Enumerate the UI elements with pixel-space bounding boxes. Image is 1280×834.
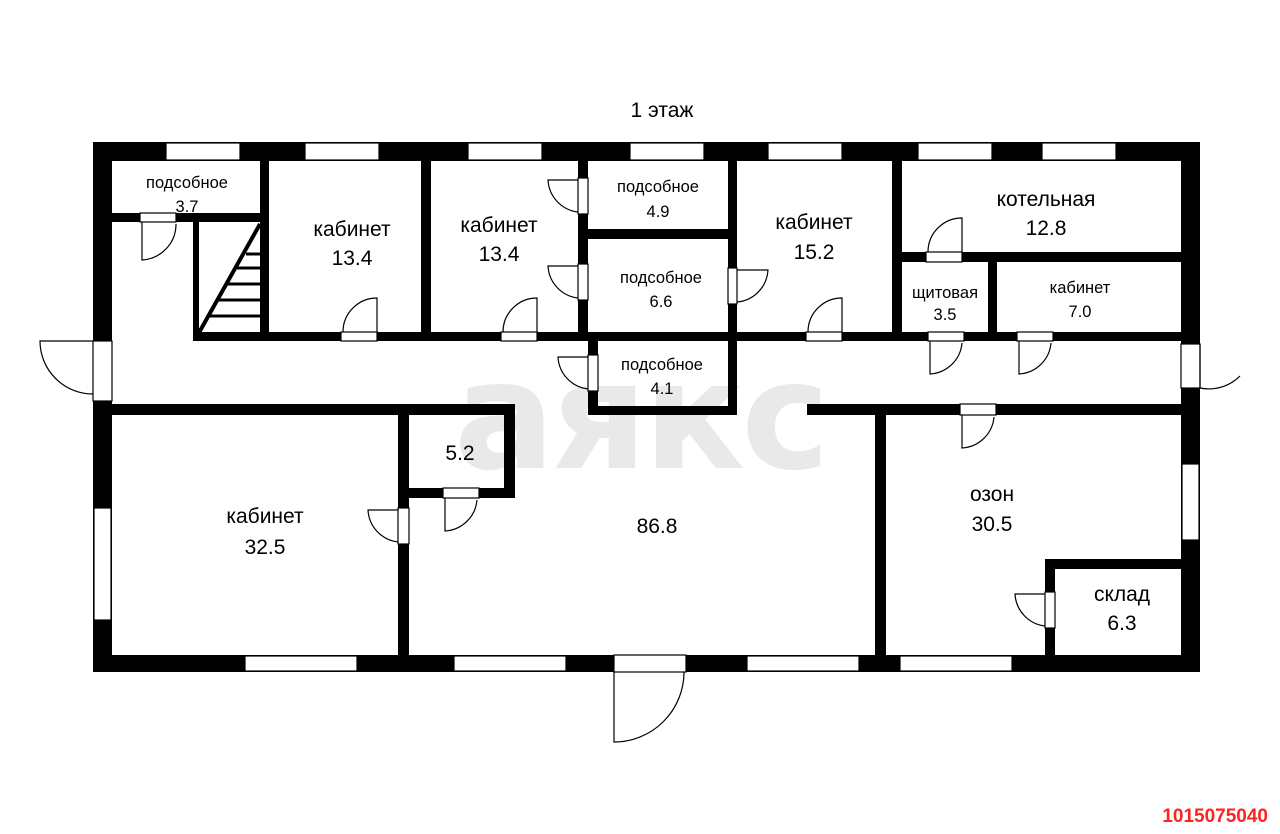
floor-title: 1 этаж bbox=[631, 99, 694, 122]
room-labels: подсобное 3.7 кабинет 13.4 кабинет 13.4 … bbox=[146, 174, 1150, 635]
staircase bbox=[193, 222, 262, 341]
room-name: подсобное bbox=[146, 174, 228, 192]
room-name: подсобное bbox=[621, 356, 703, 374]
room-name: кабинет bbox=[460, 214, 538, 237]
room-area: 3.5 bbox=[934, 306, 957, 324]
room-area: 13.4 bbox=[479, 243, 520, 266]
watermark-logo: аякс bbox=[454, 330, 826, 504]
room-area: 6.6 bbox=[650, 293, 673, 311]
room-area: 6.3 bbox=[1107, 612, 1136, 635]
room-name: щитовая bbox=[912, 284, 978, 302]
room-name: озон bbox=[970, 483, 1014, 506]
listing-id: 1015075040 bbox=[1162, 806, 1268, 827]
room-area: 3.7 bbox=[176, 198, 199, 216]
room-name: кабинет bbox=[226, 505, 304, 528]
room-area: 4.1 bbox=[651, 380, 674, 398]
room-name: подсобное bbox=[620, 269, 702, 287]
room-area: 32.5 bbox=[245, 536, 286, 559]
room-area: 15.2 bbox=[794, 241, 835, 264]
room-area: 7.0 bbox=[1069, 303, 1092, 321]
room-name: кабинет bbox=[1050, 279, 1111, 297]
room-area: 13.4 bbox=[332, 247, 373, 270]
room-name: кабинет bbox=[313, 218, 391, 241]
room-area: 12.8 bbox=[1026, 217, 1067, 240]
room-area: 5.2 bbox=[445, 442, 474, 465]
room-area: 4.9 bbox=[647, 203, 670, 221]
doors bbox=[39, 177, 1241, 743]
room-name: котельная bbox=[997, 188, 1096, 211]
room-name: кабинет bbox=[775, 211, 853, 234]
room-area: 86.8 bbox=[637, 515, 678, 538]
windows bbox=[93, 142, 1200, 672]
room-name: подсобное bbox=[617, 178, 699, 196]
room-area: 30.5 bbox=[972, 513, 1013, 536]
room-name: склад bbox=[1094, 583, 1150, 606]
